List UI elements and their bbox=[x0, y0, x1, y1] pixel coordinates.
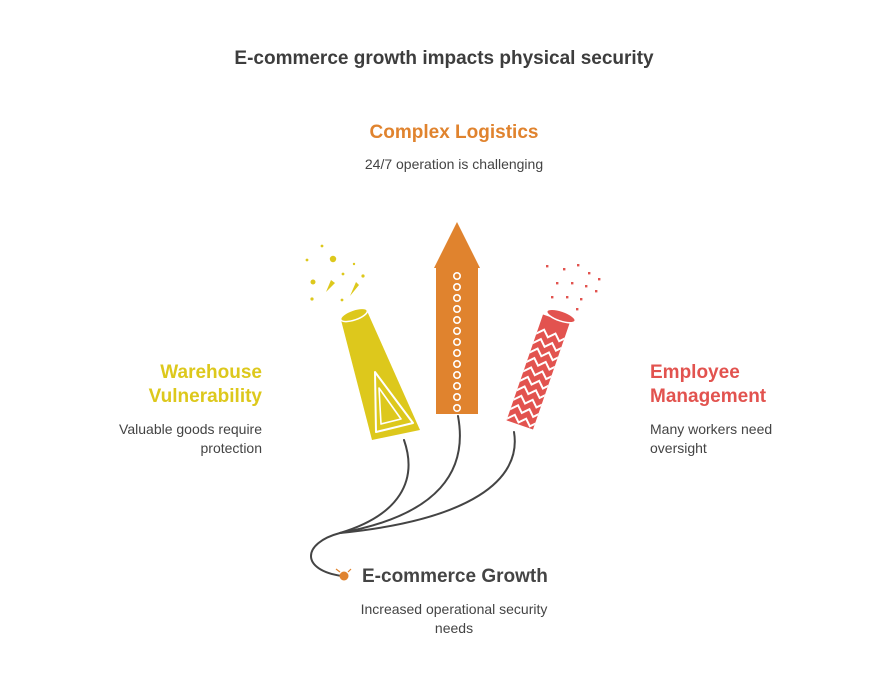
logistics-heading: Complex Logistics bbox=[369, 122, 539, 143]
warehouse-heading: Warehouse Vulnerability bbox=[148, 362, 262, 407]
fuse-lines bbox=[310, 415, 516, 577]
firework-rocket-icon bbox=[434, 222, 480, 414]
fuse-logistics bbox=[339, 415, 461, 534]
diagram-title: E-commerce growth impacts physical secur… bbox=[234, 48, 654, 69]
employee-heading: Employee Management bbox=[650, 362, 767, 407]
firecracker-icon bbox=[506, 264, 601, 430]
ecommerce-heading: E-commerce Growth bbox=[362, 566, 548, 587]
party-popper-icon bbox=[305, 244, 420, 440]
ecommerce-description: Increased operational security needs bbox=[360, 601, 548, 636]
fuse-employee bbox=[339, 431, 516, 534]
warehouse-description: Valuable goods require protection bbox=[119, 421, 262, 456]
employee-description: Many workers need oversight bbox=[650, 421, 773, 456]
fuse-main bbox=[310, 532, 343, 577]
spark-icon bbox=[335, 568, 352, 581]
logistics-description: 24/7 operation is challenging bbox=[364, 156, 544, 172]
fuse-warehouse bbox=[339, 439, 410, 534]
